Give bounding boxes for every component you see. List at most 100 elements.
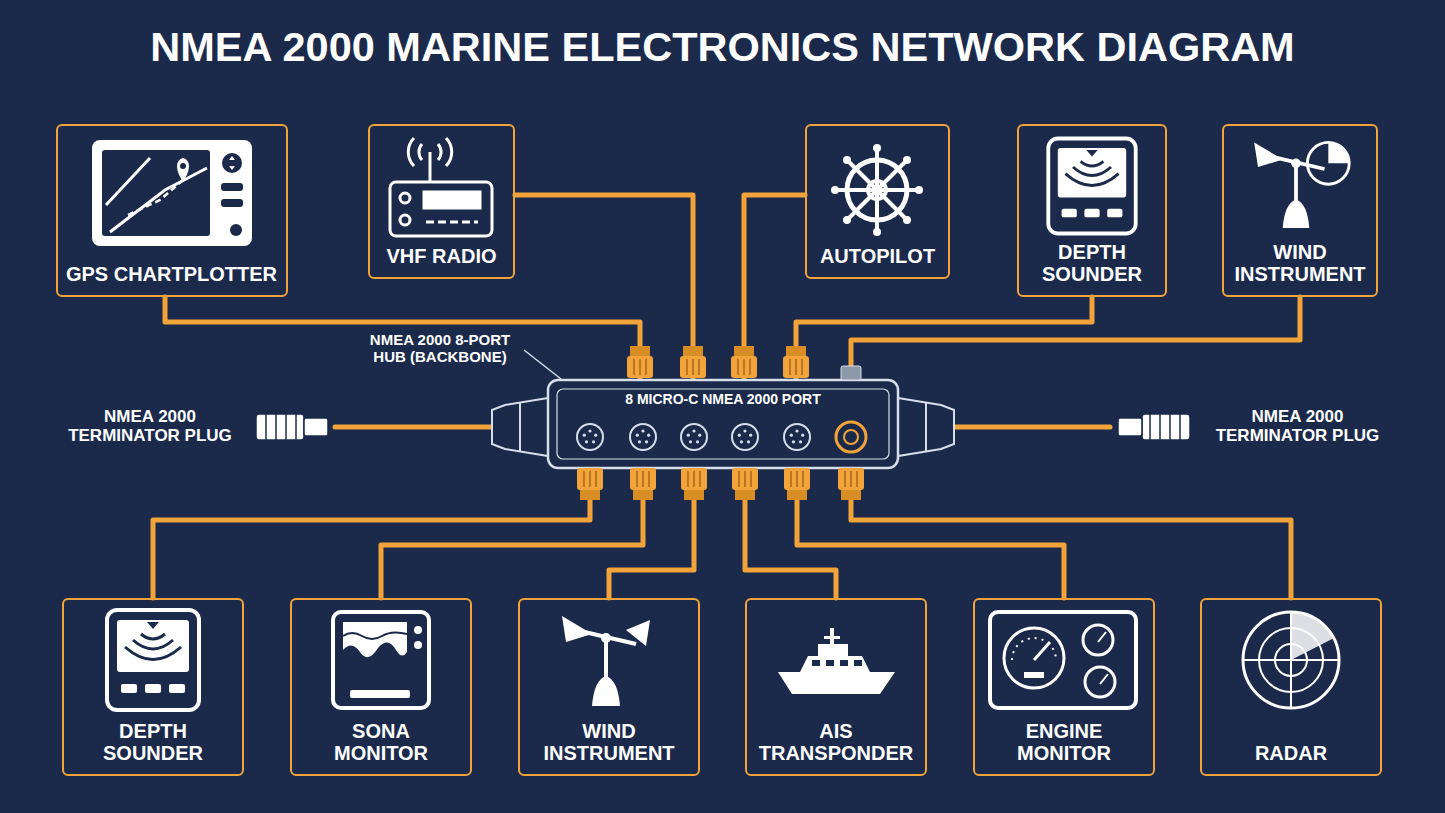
port-collar: [630, 346, 650, 356]
port-connector: [732, 468, 758, 500]
chartplotter-icon-part: [221, 183, 243, 191]
wind-instrument-icon-part: [576, 630, 636, 644]
socket-pin: [689, 440, 692, 443]
wind-instrument-icon-part: [1328, 142, 1349, 163]
engine-gauges-icon: [990, 612, 1136, 708]
socket-pin: [636, 434, 639, 437]
port-cap: [841, 366, 861, 380]
port-connector: [841, 366, 861, 380]
socket-pin: [638, 440, 641, 443]
node-label: NMEA 2000 TERMINATOR PLUG: [1198, 408, 1398, 445]
terminator-plug: NMEA 2000 TERMINATOR PLUG: [50, 398, 335, 456]
ship-icon-part: [826, 660, 834, 666]
hub-body-part: [519, 402, 521, 452]
terminator-plug-icon-part: [1179, 414, 1181, 440]
port-socket: [577, 424, 603, 450]
nut-ridge: [645, 359, 647, 375]
helm-icon-part: [831, 186, 839, 194]
helm-icon-part: [873, 228, 881, 236]
port-collar: [683, 346, 703, 356]
depth-sounder-icon: [1048, 139, 1135, 234]
socket-ring: [844, 430, 858, 444]
wind-instrument-icon-part: [601, 633, 611, 643]
sonar-monitor-icon-part: [333, 612, 429, 708]
depth-sounder-icon-part: [107, 610, 199, 710]
nut-ridge: [698, 359, 700, 375]
port-connector: [784, 468, 810, 500]
device-box: ENGINE MONITOR: [973, 598, 1155, 776]
port-socket: [836, 422, 866, 452]
sonar-monitor-icon-part: [414, 641, 422, 649]
port-nut: [784, 468, 810, 490]
nut-ridge: [633, 359, 635, 375]
engine-gauges-icon-part: [1100, 674, 1108, 684]
network-cable: [515, 195, 693, 380]
device-box: DEPTH SOUNDER: [62, 598, 244, 776]
depth-sounder-icon-part: [1062, 209, 1077, 218]
depth-sounder-icon-part: [1086, 150, 1097, 157]
wind-instrument-icon-part: [1291, 159, 1301, 169]
socket-pin: [687, 434, 690, 437]
sonar-monitor-icon-part: [343, 632, 407, 639]
device-box: WIND INSTRUMENT: [518, 598, 700, 776]
port-connector: [680, 346, 706, 378]
port-connector: [681, 468, 707, 500]
nut-ridge: [856, 471, 858, 487]
depth-sounder-icon-part: [1058, 148, 1126, 197]
port-nut: [577, 468, 603, 490]
port-nut: [838, 468, 864, 490]
vhf-radio-icon-part: [426, 221, 478, 224]
hub-body: [492, 380, 954, 468]
socket-ring: [784, 424, 810, 450]
chartplotter-icon-part: [222, 153, 242, 173]
nut-ridge: [789, 359, 791, 375]
device-box: RADAR: [1200, 598, 1382, 776]
terminator-plug-icon-part: [304, 418, 328, 436]
device-box: AIS TRANSPONDER: [745, 598, 927, 776]
terminator-plug-icon-part: [1169, 414, 1171, 440]
node-label: WIND INSTRUMENT: [1234, 241, 1365, 285]
port-collar: [841, 490, 861, 500]
device-box: GPS CHARTPLOTTER: [56, 124, 288, 297]
network-cable: [153, 468, 590, 598]
sonar-monitor-icon-part: [343, 622, 407, 680]
helm-icon-part: [843, 216, 851, 224]
network-cable: [851, 297, 1300, 380]
nut-ridge: [801, 359, 803, 375]
socket-pin: [588, 429, 591, 432]
nut-ridge: [850, 471, 852, 487]
nut-ridge: [699, 471, 701, 487]
hub-body-part: [925, 402, 927, 452]
port-nut: [783, 356, 809, 378]
ship-icon-part: [800, 656, 870, 672]
engine-gauges-icon-part: [1004, 628, 1064, 688]
node-label: DEPTH SOUNDER: [1042, 241, 1142, 285]
wind-instrument-icon-part: [592, 676, 620, 706]
node-label: NMEA 2000 TERMINATOR PLUG: [50, 408, 250, 445]
chartplotter-icon-part: [221, 199, 243, 207]
depth-sounder-icon-part: [147, 622, 159, 629]
terminator-plug-icon: [1118, 414, 1190, 440]
socket-pin: [645, 440, 648, 443]
port-connector: [783, 346, 809, 378]
device-box: WIND INSTRUMENT: [1222, 124, 1378, 297]
depth-sounder-icon-part: [1048, 139, 1135, 234]
socket-pin: [740, 440, 743, 443]
node-label: 8 MICRO-C NMEA 2000 PORT: [548, 380, 898, 407]
terminator-plug-icon-part: [256, 414, 304, 440]
terminator-plug-icon-part: [1142, 414, 1190, 440]
radar-icon-part: [1291, 612, 1334, 660]
vhf-radio-icon-part: [400, 193, 410, 203]
helm-icon-part: [903, 156, 911, 164]
engine-gauges-icon-part: [1034, 642, 1050, 660]
engine-gauges-icon-part: [1085, 667, 1115, 697]
port-connector: [627, 346, 653, 378]
nut-ridge: [686, 359, 688, 375]
vhf-radio-icon-part: [400, 215, 410, 225]
port-nut: [627, 356, 653, 378]
ship-icon-part: [854, 660, 862, 666]
terminator-plug-icon-part: [1149, 414, 1151, 440]
nut-ridge: [743, 359, 745, 375]
engine-gauges-icon-part: [1012, 638, 1056, 660]
port-connector: [630, 468, 656, 500]
